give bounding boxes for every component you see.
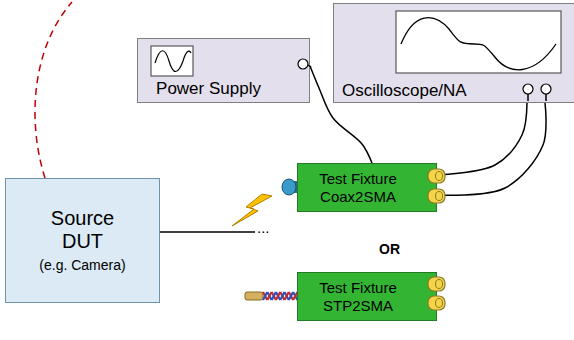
- dashed-link: [35, 2, 72, 178]
- node-title: Oscilloscope/NA: [342, 81, 467, 101]
- sma-pin: [436, 299, 443, 308]
- node-title: Test Fixture Coax2SMA: [302, 170, 414, 205]
- twist-stroke: [267, 292, 271, 300]
- instrument-box: Power Supply: [137, 38, 310, 103]
- sine-wave: [155, 51, 191, 72]
- fixture-box: Test Fixture Coax2SMA: [297, 163, 437, 212]
- twist-stroke: [289, 292, 293, 300]
- wire-stub: [308, 65, 311, 67]
- node-note: (e.g. Camera): [39, 257, 125, 273]
- wire-stub: [527, 94, 529, 101]
- node-title: Source DUT: [28, 207, 138, 253]
- twist-stroke: [267, 292, 271, 300]
- or-label: OR: [379, 241, 400, 257]
- twist-stroke: [285, 292, 289, 300]
- input-terminal: [541, 84, 551, 94]
- sma-connector: [428, 169, 445, 183]
- sma-connector: [428, 277, 445, 291]
- twist-stroke: [272, 292, 276, 300]
- stp-plug: [245, 292, 263, 300]
- twist-stroke: [263, 292, 267, 300]
- twisted-pair: [263, 292, 297, 300]
- twist-stroke: [280, 292, 284, 300]
- twist-stroke: [276, 292, 280, 300]
- output-terminal: [298, 59, 308, 69]
- coax-connector: [282, 179, 296, 195]
- device-box: Source DUT (e.g. Camera): [5, 178, 160, 303]
- sma-pin: [436, 280, 443, 289]
- twist-stroke: [289, 292, 293, 300]
- instrument-box: Oscilloscope/NA: [333, 3, 574, 103]
- twist-stroke: [263, 292, 267, 300]
- scope-screen: [396, 11, 561, 73]
- wire-stub: [545, 94, 547, 101]
- ellipsis-label: ...: [257, 219, 270, 236]
- sine-display: [151, 46, 193, 76]
- waveform: [401, 18, 556, 70]
- wire: [437, 103, 546, 195]
- fixture-box: Test Fixture STP2SMA: [297, 272, 437, 321]
- node-title: Power Supply: [156, 79, 261, 99]
- cable-line: [160, 231, 255, 233]
- sma-pin: [436, 172, 443, 181]
- node-title: Test Fixture STP2SMA: [302, 279, 414, 314]
- sma-connector: [428, 296, 445, 310]
- twist-stroke: [285, 292, 289, 300]
- sma-connector: [428, 189, 445, 203]
- twist-stroke: [280, 292, 284, 300]
- sma-pin: [436, 192, 443, 201]
- input-terminal: [523, 84, 533, 94]
- twist-stroke: [276, 292, 280, 300]
- twist-stroke: [272, 292, 276, 300]
- wire: [437, 103, 527, 175]
